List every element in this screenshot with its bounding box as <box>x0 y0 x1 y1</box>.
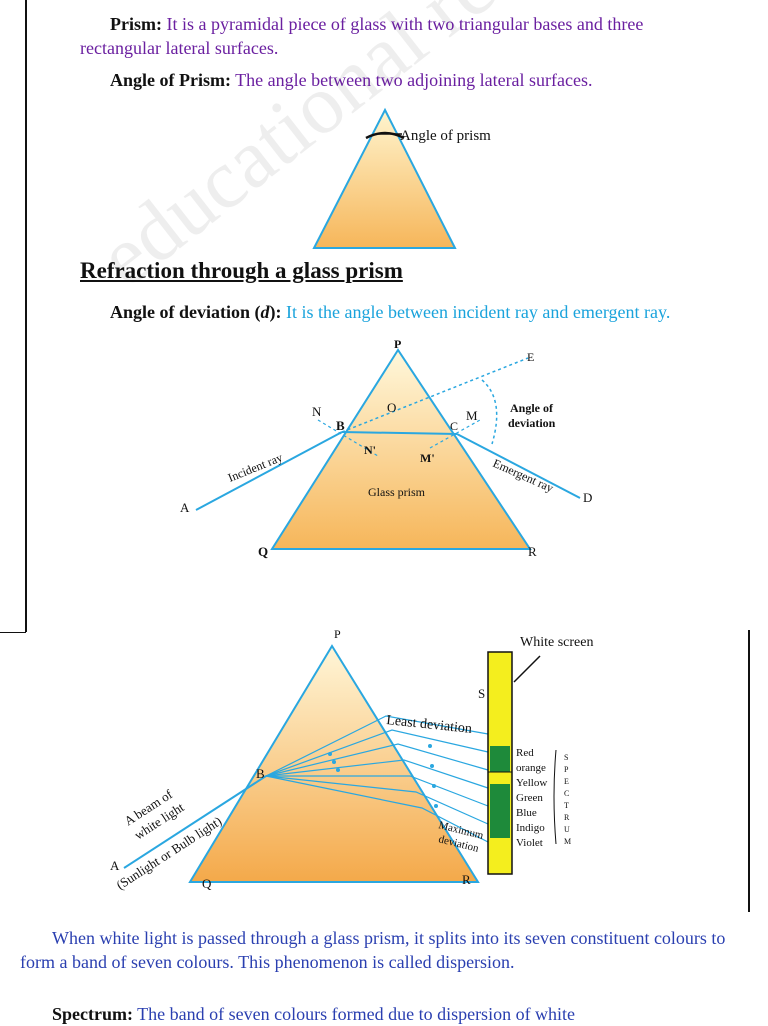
angle-of-prism-definition: Angle of Prism: The angle between two ad… <box>80 68 728 92</box>
spectrum-letter-t: T <box>564 801 569 810</box>
label-b: B <box>336 418 345 433</box>
dispersion-paragraph: When white light is passed through a gla… <box>20 928 726 972</box>
prism-shape <box>312 107 457 249</box>
color-violet: Violet <box>516 837 543 849</box>
left-border-top <box>25 0 27 632</box>
ray-markers <box>328 744 438 808</box>
spectrum-definition: Spectrum: The band of seven colours form… <box>52 1002 728 1026</box>
refracted-ray-line <box>341 431 458 435</box>
label-n: N <box>312 404 322 419</box>
emergent-ray-line <box>456 433 581 499</box>
label-m: M <box>466 408 478 423</box>
angle-of-prism-label: Angle of prism <box>400 128 491 144</box>
border-step <box>0 632 26 633</box>
spectrum-text: The band of seven colours formed due to … <box>132 1004 576 1024</box>
section-heading: Refraction through a glass prism <box>80 258 403 283</box>
label-a: A <box>180 500 190 515</box>
color-green: Green <box>516 792 543 804</box>
screen-pointer <box>513 655 541 683</box>
incident-ray-line <box>195 431 343 511</box>
color-labels: Red orange Yellow Green Blue Indigo Viol… <box>516 747 547 849</box>
angle-deviation-label-2: deviation <box>508 416 556 430</box>
label-n-prime: N' <box>364 443 376 457</box>
figure-refraction: P Q R A B C D E N M O N' M' Incident ray… <box>180 337 592 559</box>
figure-dispersion: White screen S P Q R A B Least deviation… <box>110 627 593 893</box>
band-green-blue <box>490 784 510 838</box>
angle-arc <box>365 131 405 140</box>
label-d: D <box>583 490 592 505</box>
angle-text: The angle between two adjoining lateral … <box>230 70 593 90</box>
spectrum-letter-u: U <box>564 825 570 834</box>
prism-definition: Prism: It is a pyramidal piece of glass … <box>80 12 728 60</box>
color-orange: orange <box>516 762 546 774</box>
angle-deviation-label-1: Angle of <box>510 401 554 415</box>
right-border-bottom <box>748 630 750 912</box>
spectrum-letter-m: M <box>564 837 571 846</box>
glass-prism-label: Glass prism <box>368 485 426 499</box>
spectrum-term: Spectrum: <box>52 1004 133 1024</box>
angle-term: Angle of Prism: <box>110 70 231 90</box>
label-b3: B <box>256 766 265 781</box>
prism-text: It is a pyramidal piece of glass with tw… <box>80 14 644 58</box>
label-a3: A <box>110 858 120 873</box>
band-red-orange <box>490 746 510 772</box>
spectrum-brace <box>553 749 557 845</box>
deviation-text: It is the angle between incident ray and… <box>281 302 671 322</box>
white-light-beam <box>123 775 267 869</box>
color-blue: Blue <box>516 807 537 819</box>
label-m-prime: M' <box>420 451 435 465</box>
color-indigo: Indigo <box>516 822 545 834</box>
white-screen-label: White screen <box>520 635 593 650</box>
spectrum-letter-s: S <box>564 753 568 762</box>
label-e: E <box>527 350 534 364</box>
deviation-term-b: ): <box>269 302 282 322</box>
least-deviation-label: Least deviation <box>386 713 473 737</box>
prism-term: Prism: <box>110 14 162 34</box>
label-q3: Q <box>202 876 212 891</box>
glass-prism-shape <box>270 348 532 550</box>
label-s: S <box>478 686 485 701</box>
dispersed-rays <box>265 715 489 843</box>
deviation-term-a: Angle of deviation ( <box>110 302 261 322</box>
deviation-arc <box>481 379 498 445</box>
deviation-term-d: d <box>260 302 270 322</box>
label-r3: R <box>462 872 471 887</box>
spectrum-letter-e: E <box>564 777 569 786</box>
spectrum-letter-r: R <box>564 813 570 822</box>
spectrum-vertical-label: S P E C T R U M <box>564 753 571 846</box>
spectrum-letter-p: P <box>564 765 569 774</box>
label-p: P <box>394 337 401 351</box>
label-q: Q <box>258 544 268 559</box>
label-p3: P <box>334 627 341 641</box>
emergent-ray-label: Emergent ray <box>491 456 556 495</box>
angle-of-deviation-definition: Angle of deviation (d): It is the angle … <box>80 300 728 324</box>
spectrum-letter-c: C <box>564 789 569 798</box>
figure-angle-of-prism: Angle of prism <box>312 107 491 249</box>
label-c: C <box>450 419 458 433</box>
color-red: Red <box>516 747 534 759</box>
label-r: R <box>528 544 537 559</box>
label-o: O <box>387 400 396 415</box>
color-yellow: Yellow <box>516 777 547 789</box>
